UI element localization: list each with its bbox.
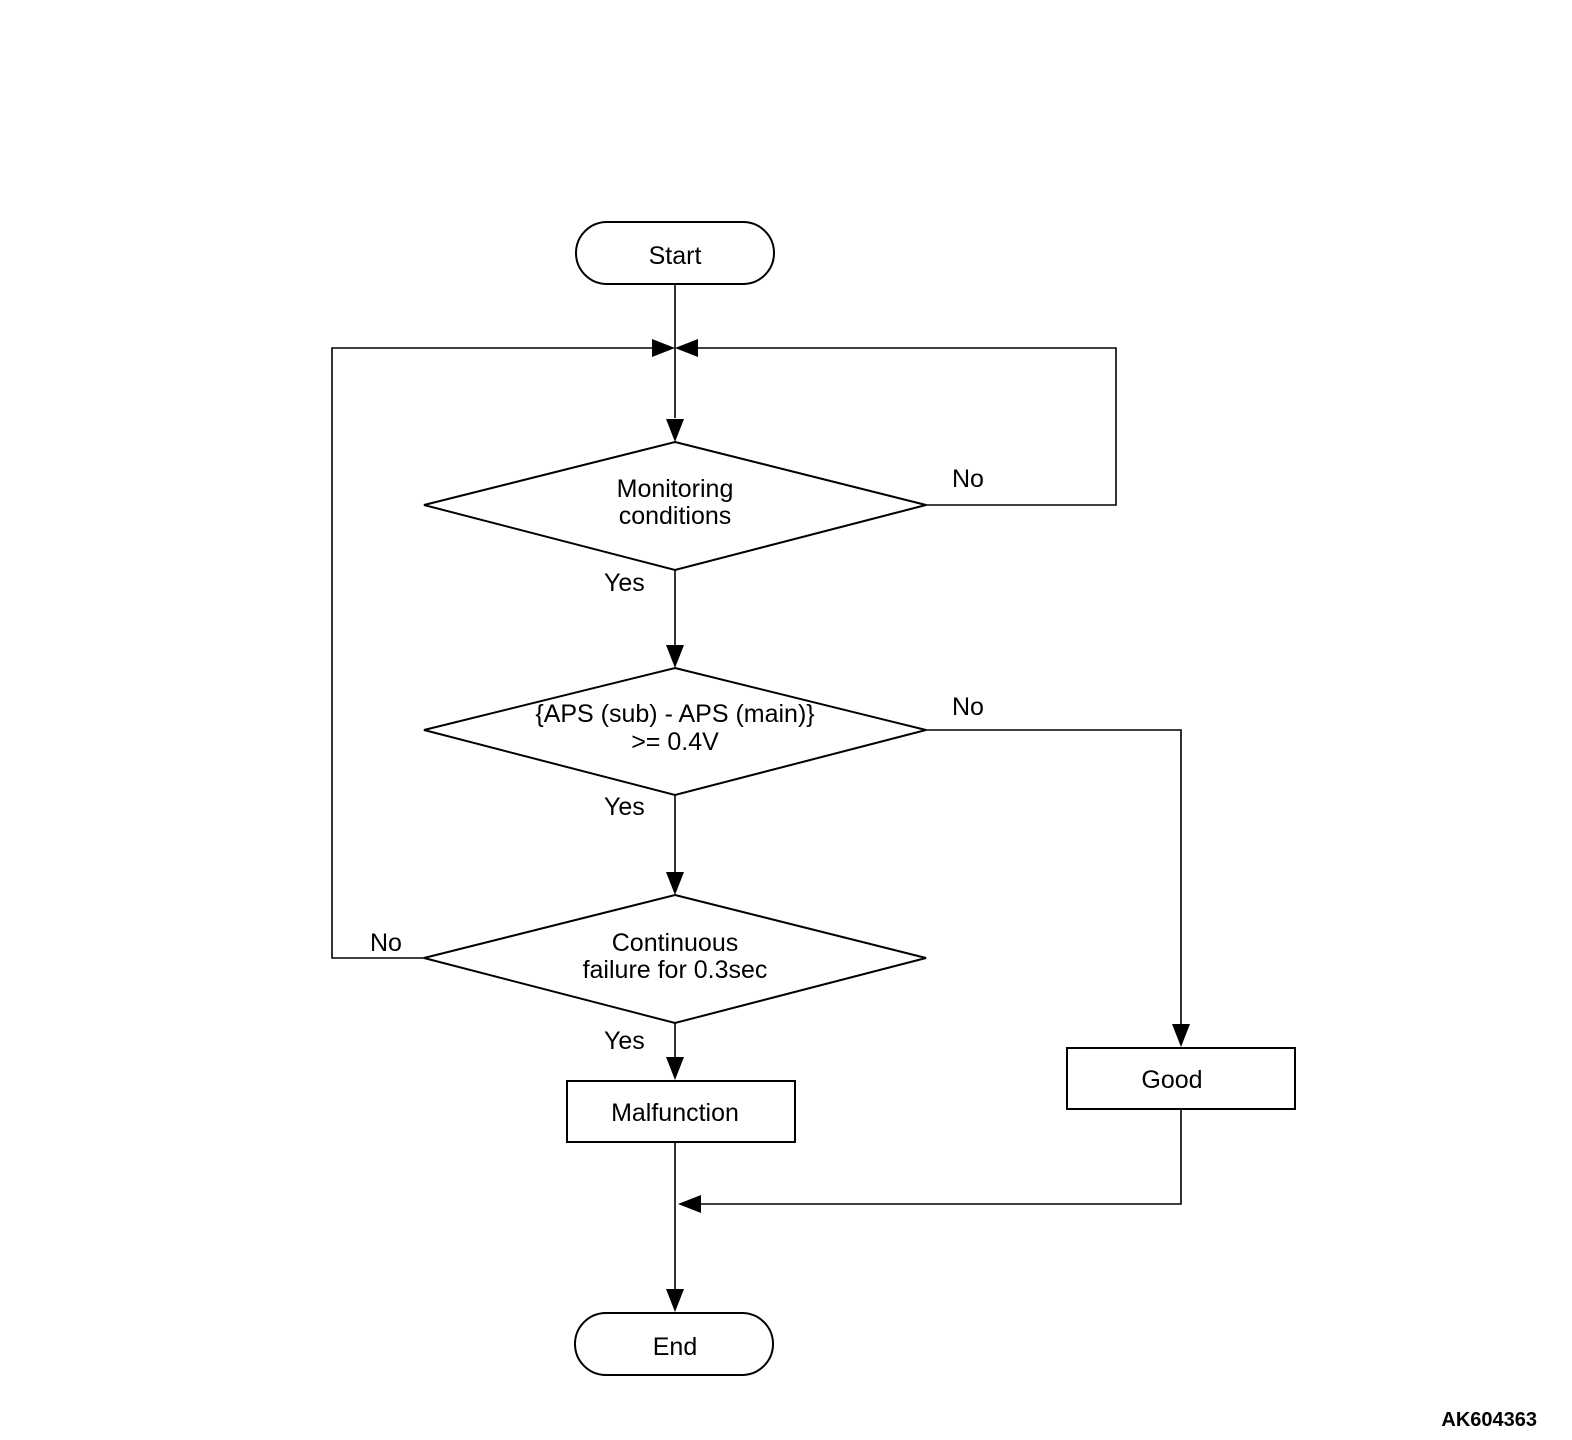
decision2-yes-label: Yes bbox=[604, 793, 645, 821]
arrowhead-down bbox=[666, 872, 684, 895]
connectors bbox=[331, 284, 1182, 1292]
good-to-merge-line bbox=[690, 1109, 1182, 1205]
malfunction-shape bbox=[566, 1080, 796, 1143]
decision-continuous-failure: Continuous failure for 0.3sec No Yes bbox=[370, 893, 927, 1055]
decision1-shape bbox=[423, 440, 927, 572]
decision1-yes-label: Yes bbox=[604, 569, 645, 597]
reference-code: AK604363 bbox=[1441, 1409, 1537, 1431]
decision3-shape bbox=[423, 893, 927, 1025]
arrowhead-right bbox=[652, 339, 675, 357]
start-terminal: Start bbox=[575, 221, 775, 285]
end-shape bbox=[574, 1312, 774, 1376]
arrowhead-left bbox=[675, 339, 698, 357]
arrowheads bbox=[652, 339, 1190, 1312]
decision3-no-label: No bbox=[370, 929, 402, 957]
good-box: Good bbox=[1066, 1047, 1296, 1110]
end-terminal: End bbox=[574, 1312, 774, 1376]
start-shape bbox=[575, 221, 775, 285]
arrowhead-down bbox=[666, 1289, 684, 1312]
decision3-no-loop-line bbox=[331, 347, 660, 959]
decision2-line2: >= 0.4V bbox=[631, 728, 719, 756]
decision3-line1: Continuous bbox=[612, 929, 738, 957]
decision1-line1: Monitoring bbox=[617, 475, 734, 503]
decision-aps-difference: {APS (sub) - APS (main)} >= 0.4V No Yes bbox=[423, 666, 984, 821]
end-label: End bbox=[653, 1333, 697, 1361]
decision2-line1: {APS (sub) - APS (main)} bbox=[535, 700, 814, 728]
start-label: Start bbox=[649, 242, 702, 270]
good-label: Good bbox=[1141, 1066, 1202, 1094]
decision1-no-loop-line bbox=[690, 347, 1117, 506]
arrowhead-down bbox=[666, 419, 684, 442]
arrowhead-left bbox=[678, 1195, 701, 1213]
decision2-no-line bbox=[926, 729, 1182, 1028]
arrowhead-down bbox=[666, 645, 684, 668]
decision-monitoring-conditions: Monitoring conditions No Yes bbox=[423, 440, 984, 597]
good-shape bbox=[1066, 1047, 1296, 1110]
decision3-line2: failure for 0.3sec bbox=[583, 956, 768, 984]
malfunction-box: Malfunction bbox=[566, 1080, 796, 1143]
decision2-shape bbox=[423, 666, 927, 797]
decision1-line2: conditions bbox=[619, 502, 732, 530]
decision2-no-label: No bbox=[952, 693, 984, 721]
malfunction-label: Malfunction bbox=[611, 1099, 739, 1127]
arrowhead-down bbox=[666, 1057, 684, 1080]
decision3-yes-label: Yes bbox=[604, 1027, 645, 1055]
arrowhead-down bbox=[1172, 1024, 1190, 1047]
decision1-no-label: No bbox=[952, 465, 984, 493]
